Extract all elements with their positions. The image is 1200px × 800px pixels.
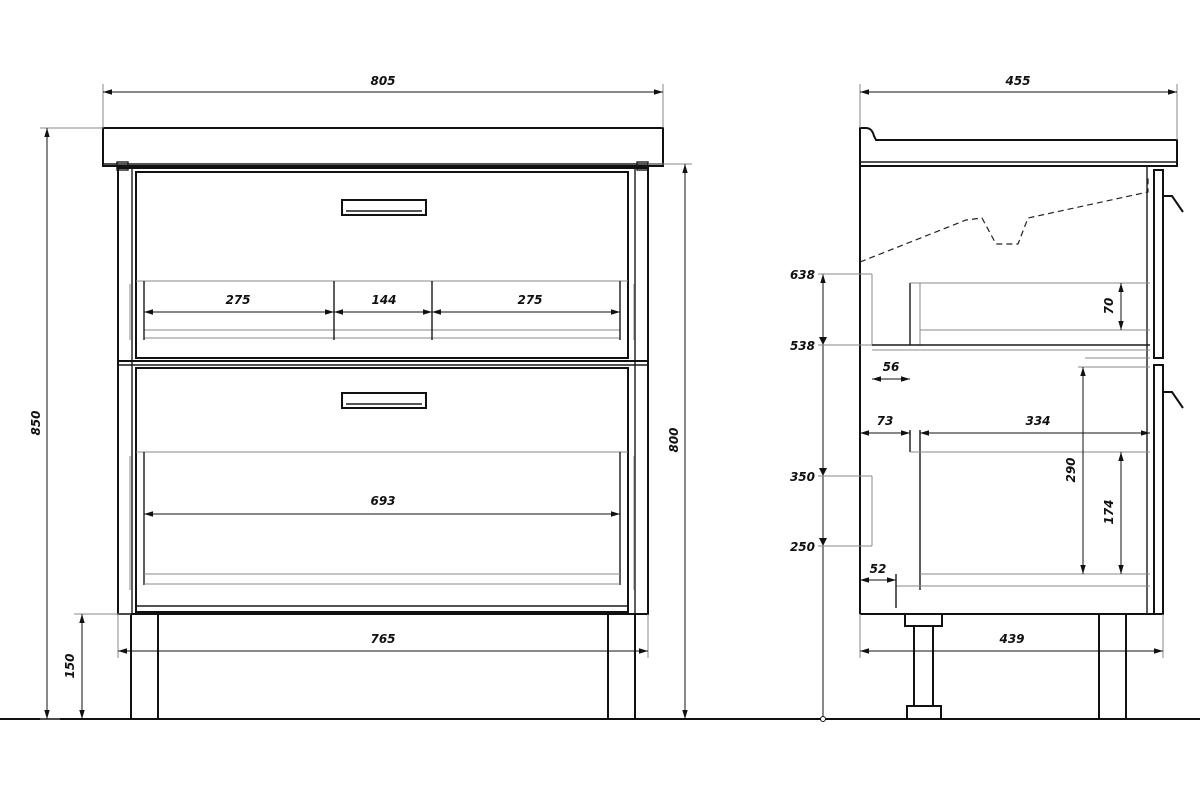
- dim-bottom-693: 693: [370, 494, 395, 508]
- side-countertop: [859, 127, 1178, 167]
- dim-offset-52: 52: [870, 562, 887, 576]
- dim-height-290: 290: [1064, 457, 1078, 482]
- drain-pipe: [913, 625, 934, 707]
- sink-outline: [859, 176, 1149, 263]
- side-top-drawer-front: [1153, 169, 1164, 359]
- dim-inner-depth-334: 334: [1025, 414, 1050, 428]
- dim-height-800: 800: [667, 427, 681, 452]
- dim-depth-439: 439: [998, 632, 1024, 646]
- dim-level-538: 538: [790, 339, 815, 353]
- front-left-leg: [130, 613, 159, 720]
- dim-level-350: 350: [790, 470, 815, 484]
- side-bottom-drawer-front: [1153, 364, 1164, 615]
- dim-top-left-275: 275: [225, 293, 250, 307]
- bottom-drawer-handle: [341, 392, 427, 409]
- dim-leg-150: 150: [63, 653, 77, 678]
- dim-width-805: 805: [370, 74, 395, 88]
- drain-pipe-base: [906, 705, 942, 720]
- dim-height-174: 174: [1102, 499, 1116, 524]
- dim-height-850: 850: [29, 410, 43, 435]
- dim-top-right-275: 275: [517, 293, 542, 307]
- dim-level-638: 638: [790, 268, 815, 282]
- top-drawer-handle: [341, 199, 427, 216]
- top-drawer-front: [135, 171, 629, 359]
- bottom-drawer-front: [135, 367, 629, 613]
- dim-top-middle-144: 144: [371, 293, 396, 307]
- front-right-leg: [607, 613, 636, 720]
- dim-inner-765: 765: [370, 632, 395, 646]
- dim-height-70: 70: [1102, 298, 1116, 315]
- front-view: 805 850 800 150 765 275 144 275 693: [29, 74, 692, 720]
- side-view: 455 439 638 538 350 250 56 73 334 52: [790, 74, 1184, 722]
- dim-offset-73: 73: [877, 414, 894, 428]
- cabinet-body: [117, 167, 649, 615]
- dim-offset-56: 56: [883, 360, 900, 374]
- drain-pipe-top: [904, 613, 943, 627]
- countertop: [102, 127, 664, 167]
- dim-level-250: 250: [790, 540, 815, 554]
- side-leg: [1098, 613, 1127, 720]
- dim-depth-455: 455: [1004, 74, 1030, 88]
